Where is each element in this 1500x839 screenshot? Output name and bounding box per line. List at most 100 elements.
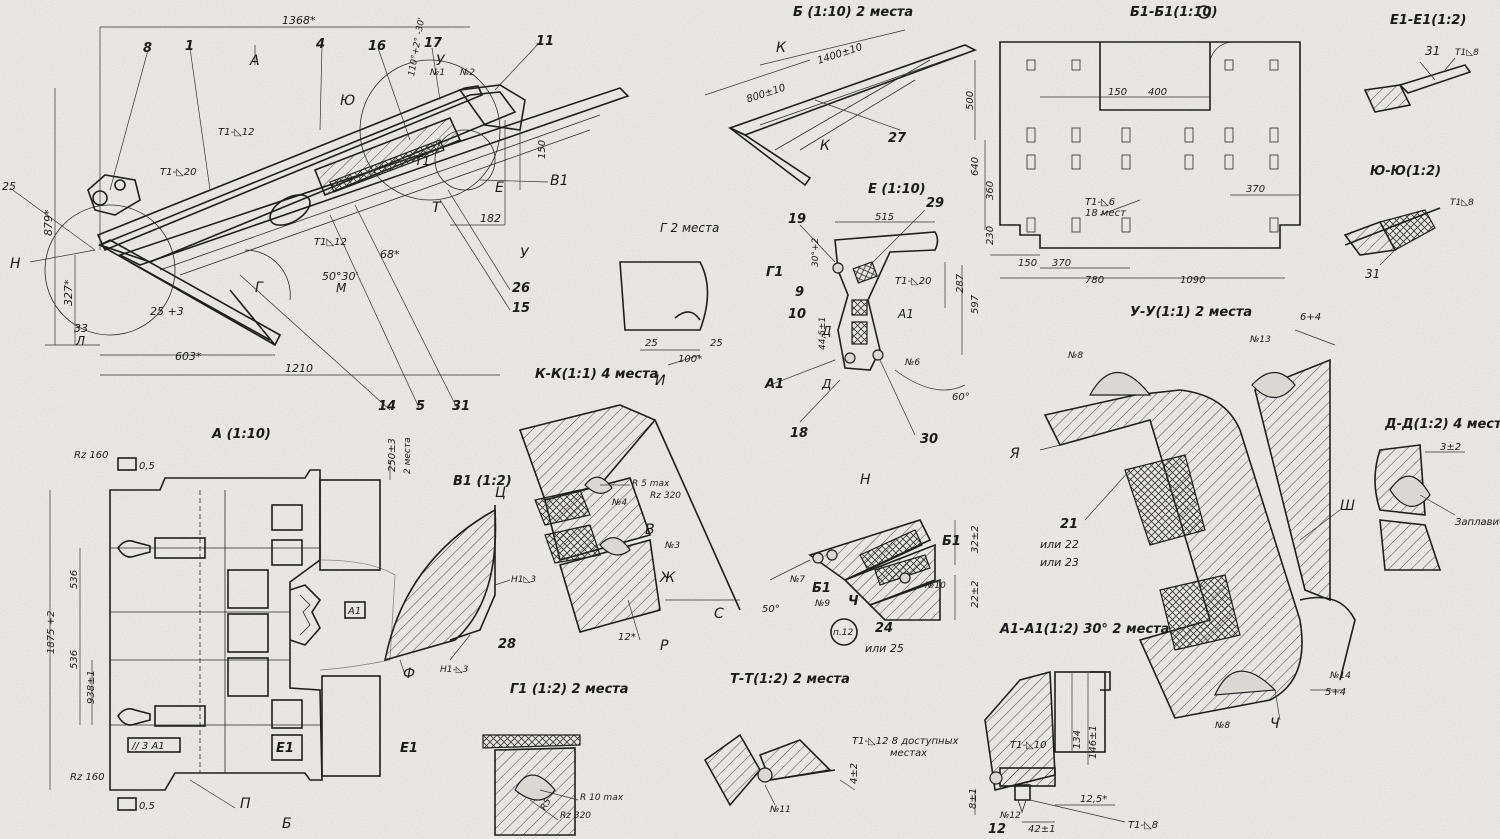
dim-25: 25 bbox=[2, 180, 16, 193]
view-e1-yu bbox=[1343, 57, 1472, 266]
view-g1-title: Г1 (1:2) 2 места bbox=[510, 682, 629, 697]
dim-1090: 1090 bbox=[1180, 275, 1205, 286]
view-n-labels: Н 32±2 22±2 Б1 №7 №9 №10 50° Ч 24 или 25… bbox=[762, 472, 981, 655]
view-g bbox=[619, 261, 709, 366]
part-16: 16 bbox=[368, 39, 386, 54]
weld-t1-12b: Т1◺12 bbox=[314, 237, 347, 248]
dim-1210: 1210 bbox=[285, 362, 313, 375]
dim-25-3: 25 +3 bbox=[150, 305, 184, 318]
dim-1875: 1875 +2 bbox=[46, 611, 57, 654]
no3: №3 bbox=[664, 541, 680, 551]
main-view-labels: 8 1 4 16 17 11 5 14 31 15 26 1368* 879* … bbox=[2, 14, 569, 414]
letter-E: Е bbox=[495, 180, 504, 196]
part-9: 9 bbox=[795, 285, 804, 300]
view-tt-title: Т-Т(1:2) 2 места bbox=[730, 672, 850, 687]
no11: №11 bbox=[769, 805, 791, 815]
view-uu-title: У-У(1:1) 2 места bbox=[1130, 305, 1252, 320]
dim-42: 42±1 bbox=[1028, 824, 1055, 835]
dim-12: 12* bbox=[618, 632, 636, 643]
dim-30: 30°+2 bbox=[811, 238, 821, 267]
no14: №14 bbox=[1329, 671, 1351, 681]
view-a-title: А (1:10) bbox=[211, 427, 271, 442]
letter-V: В bbox=[645, 522, 655, 538]
letter-Ch-n: Ч bbox=[848, 594, 859, 609]
no8b: №8 bbox=[1214, 721, 1230, 731]
part-4: 4 bbox=[315, 37, 325, 52]
letter-G: Г bbox=[255, 280, 264, 296]
letter-G1: Г1 bbox=[766, 265, 783, 280]
view-dd-title: Д-Д(1:2) 4 места bbox=[1384, 417, 1500, 432]
view-uu bbox=[1039, 329, 1356, 721]
letter-N: Н bbox=[10, 256, 21, 272]
weld-n1-3b: Н1-◺3 bbox=[440, 665, 469, 675]
weld-yu: Т1◺8 bbox=[1450, 198, 1474, 208]
dim-230: 230 bbox=[985, 226, 996, 245]
dim-150: 150 bbox=[1108, 87, 1127, 98]
view-b1 bbox=[974, 41, 1301, 279]
letter-Ts: Ц bbox=[495, 485, 506, 501]
no6: №6 bbox=[904, 358, 920, 368]
view-yu-title: Ю-Ю(1:2) bbox=[1370, 164, 1441, 179]
part-27: 27 bbox=[888, 131, 907, 146]
letter-Ya: Я bbox=[1009, 446, 1020, 462]
part-10: 10 bbox=[788, 307, 806, 322]
dim-146: 146±1 bbox=[1088, 725, 1099, 759]
dim-50: 50° bbox=[762, 604, 780, 615]
rz-160: Rz 160 bbox=[74, 450, 108, 461]
letter-B1b: Б1 bbox=[812, 581, 831, 596]
dim-287: 287 bbox=[955, 273, 966, 293]
view-a bbox=[49, 460, 396, 809]
view-e-labels: Е (1:10) 515 287 597 30°+2 60° 44,5±1 №6… bbox=[764, 182, 981, 447]
part-26: 26 bbox=[512, 281, 530, 296]
view-g1 bbox=[482, 734, 581, 836]
part-24: 24 bbox=[875, 621, 893, 636]
view-a1a1-title: А1-А1(1:2) 30° 2 места bbox=[999, 622, 1169, 637]
letter-A1b: А1 bbox=[764, 377, 784, 392]
letter-L: Л bbox=[75, 334, 85, 348]
main-side-view bbox=[9, 26, 630, 411]
weld-t1-12: Т1-◺12 bbox=[218, 127, 255, 138]
part-14: 14 bbox=[378, 399, 396, 414]
dim-250-note: 2 места bbox=[403, 437, 413, 474]
part-19: 19 bbox=[788, 212, 806, 227]
dim-360: 360 bbox=[985, 181, 996, 200]
weld-a1-3: Т1-◺8 bbox=[1128, 820, 1158, 831]
dim-60: 60° bbox=[952, 392, 970, 403]
tol-0-5b: 0,5 bbox=[139, 801, 155, 812]
item-p12: п.12 bbox=[833, 628, 853, 638]
view-b1-title: Б1-Б1(1:10) bbox=[1130, 5, 1218, 20]
dim-603: 603* bbox=[175, 350, 202, 363]
dim-12-5: 12,5* bbox=[1080, 794, 1107, 805]
dim-938: 938±1 bbox=[86, 670, 97, 704]
letter-R: Р bbox=[660, 638, 669, 654]
part-15: 15 bbox=[512, 301, 530, 316]
letter-E1: Е1 bbox=[276, 741, 294, 756]
letter-B: Б bbox=[282, 816, 292, 832]
letter-D: Д bbox=[821, 324, 831, 338]
dim-370b: 370 bbox=[1052, 258, 1071, 269]
part-8: 8 bbox=[143, 41, 152, 56]
part-11: 11 bbox=[536, 34, 554, 49]
dim-879: 879* bbox=[42, 209, 55, 236]
no7: №7 bbox=[789, 575, 805, 585]
dim-536b: 536 bbox=[69, 650, 80, 669]
view-a1a1-labels: А1-А1(1:2) 30° 2 места Т1-◺12 8 доступны… bbox=[852, 622, 1169, 837]
dim-22: 22±2 bbox=[970, 581, 981, 608]
part-31-e1: 31 bbox=[1425, 44, 1440, 58]
dim-3: 3±2 bbox=[1440, 442, 1461, 453]
weld-e1: Т1◺8 bbox=[1455, 48, 1479, 58]
dim-1368: 1368* bbox=[282, 14, 316, 27]
no1: №1 bbox=[429, 68, 445, 78]
part-31-yu: 31 bbox=[1365, 267, 1380, 281]
view-kk-labels: К-К(1:1) 4 места R 5 max Rz 320 №4 №3 В … bbox=[535, 367, 724, 654]
letter-U: У bbox=[436, 53, 446, 69]
no10: №10 bbox=[924, 581, 946, 591]
weld-a1-1b: местах bbox=[890, 748, 927, 759]
no12: №12 bbox=[999, 811, 1021, 821]
dim-515: 515 bbox=[875, 212, 894, 223]
letter-M: М bbox=[336, 281, 347, 295]
part-31: 31 bbox=[452, 399, 470, 414]
view-e bbox=[769, 209, 966, 436]
